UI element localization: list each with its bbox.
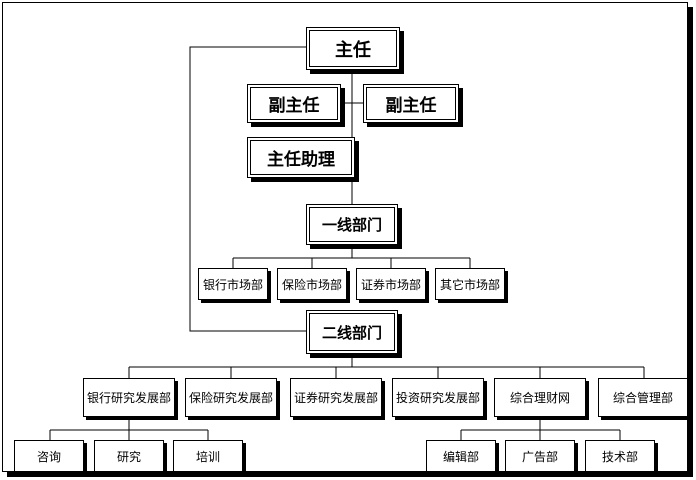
- insurance-market-dept-box: 保险市场部: [277, 268, 347, 300]
- director-assistant-box: 主任助理: [247, 137, 355, 178]
- insurance-research-dept-box: 保险研究发展部: [185, 378, 277, 417]
- technical-dept-box: 技术部: [585, 440, 655, 472]
- deputy-director-right-box: 副主任: [363, 84, 459, 123]
- deputy-director-left-box: 副主任: [247, 84, 341, 123]
- director-box: 主任: [306, 27, 400, 70]
- other-market-dept-box: 其它市场部: [435, 268, 505, 300]
- securities-market-dept-box: 证券市场部: [356, 268, 426, 300]
- advertising-dept-box: 广告部: [505, 440, 575, 472]
- first-line-departments-box: 一线部门: [306, 204, 398, 245]
- finance-web-box: 综合理财网: [494, 378, 586, 417]
- general-management-dept-box: 综合管理部: [598, 378, 688, 417]
- bank-research-dept-box: 银行研究发展部: [83, 378, 175, 417]
- editorial-dept-box: 编辑部: [426, 440, 496, 472]
- research-box: 研究: [94, 440, 164, 472]
- second-line-departments-box: 二线部门: [306, 310, 398, 354]
- investment-research-dept-box: 投资研究发展部: [392, 378, 484, 417]
- consulting-box: 咨询: [14, 440, 84, 472]
- securities-research-dept-box: 证券研究发展部: [290, 378, 382, 417]
- bank-market-dept-box: 银行市场部: [198, 268, 268, 300]
- training-box: 培训: [173, 440, 243, 472]
